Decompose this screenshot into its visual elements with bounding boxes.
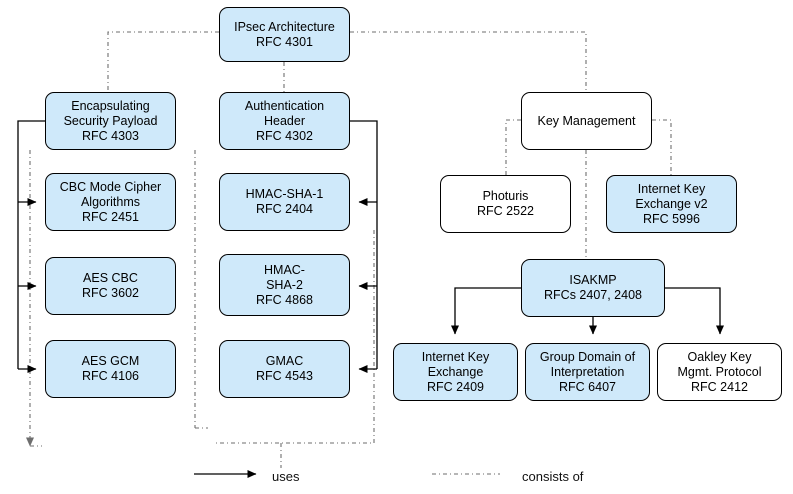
node-label-ah: Authentication Header RFC 4302: [244, 98, 325, 143]
node-oakley[interactable]: Oakley Key Mgmt. Protocol RFC 2412: [657, 343, 782, 401]
node-cbc[interactable]: CBC Mode Cipher Algorithms RFC 2451: [45, 173, 176, 231]
node-label-cbc: CBC Mode Cipher Algorithms RFC 2451: [59, 179, 162, 224]
node-label-esp: Encapsulating Security Payload RFC 4303: [63, 98, 158, 143]
node-label-hmacsha1: HMAC-SHA-1 RFC 2404: [245, 187, 324, 216]
node-label-keymgmt: Key Management: [537, 113, 636, 128]
node-ipsec[interactable]: IPsec Architecture RFC 4301: [219, 7, 350, 62]
node-label-oakley: Oakley Key Mgmt. Protocol RFC 2412: [677, 349, 762, 394]
node-label-photuris: Photuris RFC 2522: [477, 189, 534, 218]
node-aesgcm[interactable]: AES GCM RFC 4106: [45, 340, 176, 398]
node-label-gdoi: Group Domain of Interpretation RFC 6407: [539, 349, 636, 394]
node-label-aesgcm: AES GCM RFC 4106: [81, 354, 140, 383]
node-label-ike: Internet Key Exchange RFC 2409: [421, 349, 490, 394]
node-hmacsha1[interactable]: HMAC-SHA-1 RFC 2404: [219, 173, 350, 231]
node-aescbc[interactable]: AES CBC RFC 3602: [45, 257, 176, 315]
node-label-isakmp: ISAKMP RFCs 2407, 2408: [544, 273, 642, 302]
node-photuris[interactable]: Photuris RFC 2522: [440, 175, 571, 233]
node-label-ikev2: Internet Key Exchange v2 RFC 5996: [635, 181, 708, 226]
node-ikev2[interactable]: Internet Key Exchange v2 RFC 5996: [606, 175, 737, 233]
node-esp[interactable]: Encapsulating Security Payload RFC 4303: [45, 92, 176, 150]
node-keymgmt[interactable]: Key Management: [521, 92, 652, 150]
legend-consists-of-label: consists of: [522, 469, 584, 484]
node-label-ipsec: IPsec Architecture RFC 4301: [234, 19, 335, 49]
node-ike[interactable]: Internet Key Exchange RFC 2409: [393, 343, 518, 401]
node-isakmp[interactable]: ISAKMP RFCs 2407, 2408: [521, 259, 665, 317]
node-hmacsha2[interactable]: HMAC- SHA-2 RFC 4868: [219, 254, 350, 316]
node-label-hmacsha2: HMAC- SHA-2 RFC 4868: [256, 262, 313, 307]
node-gdoi[interactable]: Group Domain of Interpretation RFC 6407: [525, 343, 650, 401]
legend-uses-label: uses: [272, 469, 300, 484]
node-label-gmac: GMAC RFC 4543: [256, 354, 313, 383]
node-label-aescbc: AES CBC RFC 3602: [82, 271, 139, 300]
node-ah[interactable]: Authentication Header RFC 4302: [219, 92, 350, 150]
uses-edges: [17, 120, 724, 373]
node-gmac[interactable]: GMAC RFC 4543: [219, 340, 350, 398]
